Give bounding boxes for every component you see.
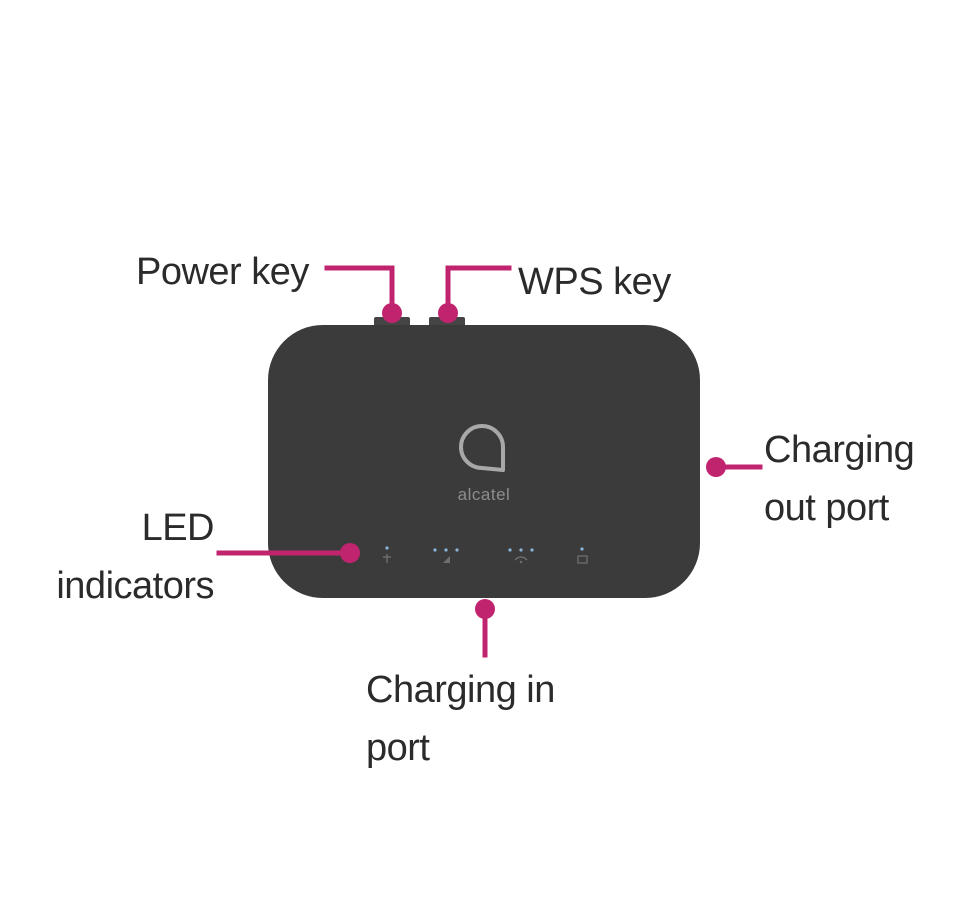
charging-in-port-label-line: Charging in xyxy=(366,669,555,711)
wps-key-callout-line xyxy=(445,265,512,314)
brand-name: alcatel xyxy=(458,485,511,504)
led-indicators-label-line: indicators xyxy=(56,565,214,607)
charging-out-port-label: Charging out port xyxy=(764,421,915,537)
router-body xyxy=(268,325,700,598)
led-callout-dot xyxy=(340,543,360,563)
led-indicators xyxy=(383,546,588,564)
sms-led-icon xyxy=(577,547,588,564)
led-indicators-label: LED indicators xyxy=(52,499,214,615)
callout-dots xyxy=(340,303,726,619)
power-key-callout-line xyxy=(324,265,395,314)
power-key-label: Power key xyxy=(136,243,309,301)
wps-key-label-text: WPS key xyxy=(518,261,671,303)
power-key-label-text: Power key xyxy=(136,251,309,293)
power-led-icon xyxy=(383,546,391,563)
wifi-led-icon xyxy=(508,548,534,564)
charging-in-port-label: Charging in port xyxy=(366,661,555,777)
alcatel-logo-icon xyxy=(459,424,505,472)
power-key-callout-dot xyxy=(382,303,402,323)
charging-in-callout-dot xyxy=(475,599,495,619)
charging-out-port-label-line: Charging xyxy=(764,429,915,471)
charging-out-port-label-line: out port xyxy=(764,487,889,529)
charging-out-callout-dot xyxy=(706,457,726,477)
led-indicators-label-line: LED xyxy=(141,507,215,549)
wps-key-callout-dot xyxy=(438,303,458,323)
charging-in-port-label-line: port xyxy=(366,727,430,769)
signal-led-icon xyxy=(433,548,459,563)
wps-key-label: WPS key xyxy=(518,253,671,311)
